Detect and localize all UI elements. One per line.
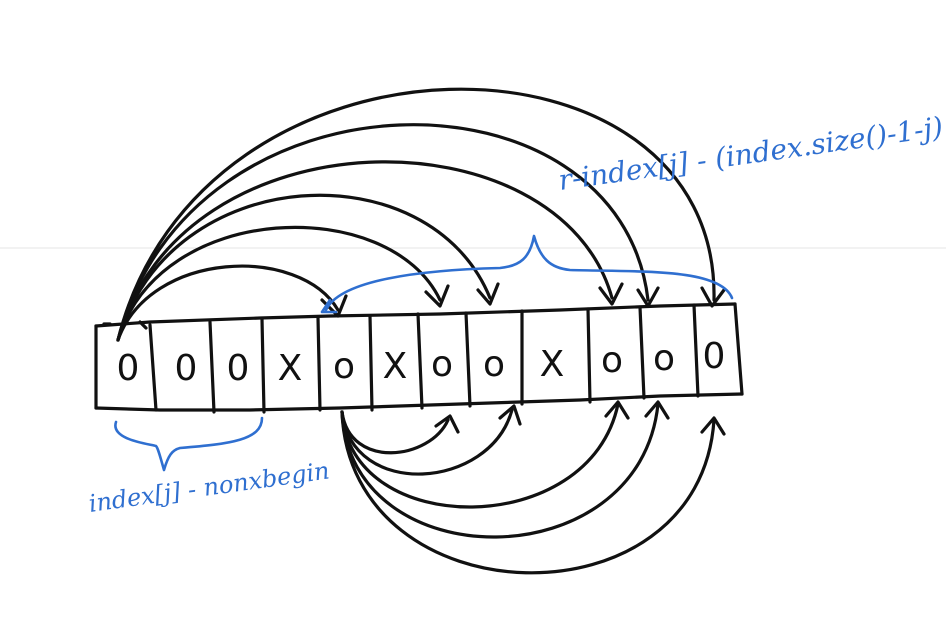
cell-divider xyxy=(368,314,374,412)
brace-arrow-tip xyxy=(320,298,338,314)
array-cell-11: 0 xyxy=(703,336,726,377)
cell-divider xyxy=(692,303,700,398)
array-right-edge xyxy=(733,302,744,396)
arrow-head xyxy=(700,286,726,308)
arrow-head xyxy=(498,404,522,426)
arrow-curve xyxy=(116,264,340,342)
arrow-head xyxy=(604,400,630,420)
right-range-brace xyxy=(324,234,734,312)
arrow-curve xyxy=(340,410,450,455)
array-cell-5: X xyxy=(383,346,408,387)
arrow-head xyxy=(424,284,450,308)
array-left-edge xyxy=(94,320,148,410)
arrow-head xyxy=(476,282,500,306)
array-cell-10: o xyxy=(653,338,675,379)
left-range-label: index[j] - nonxbegin xyxy=(87,456,331,518)
arrow-curve xyxy=(340,402,660,539)
arrow-head xyxy=(700,416,726,436)
cell-divider xyxy=(148,323,158,412)
array-strip: 0 0 0 X o X o o X o o 0 xyxy=(94,302,744,414)
arrow-curve xyxy=(116,123,650,342)
cell-divider xyxy=(260,317,266,414)
array-cell-0: 0 xyxy=(117,348,140,389)
arrow-curve xyxy=(116,87,716,342)
arrow-curve xyxy=(116,193,492,342)
arrow-curve xyxy=(116,160,614,342)
left-range-brace xyxy=(114,416,264,472)
cell-divider xyxy=(316,316,322,412)
bottom-arrows xyxy=(340,400,726,575)
array-bottom-edge xyxy=(94,392,744,412)
array-cell-8: X xyxy=(540,344,565,385)
arrow-curve xyxy=(340,408,514,476)
array-cell-6: o xyxy=(431,344,453,385)
cell-divider xyxy=(464,311,472,408)
right-range-label: r-index[j] - (index.size()-1-j) xyxy=(556,110,945,197)
arrow-curve xyxy=(340,410,716,575)
array-top-edge xyxy=(94,302,737,328)
cell-divider xyxy=(208,320,216,414)
top-arrows xyxy=(116,87,726,342)
cell-divider xyxy=(416,312,424,410)
arrow-head xyxy=(636,286,660,308)
cell-divider xyxy=(586,307,592,404)
cell-divider xyxy=(638,305,646,400)
arrow-curve xyxy=(116,225,442,342)
arrow-head xyxy=(644,400,670,420)
array-cell-9: o xyxy=(601,340,623,381)
array-cell-4: o xyxy=(333,346,355,387)
array-cell-1: 0 xyxy=(175,348,198,389)
arrow-head xyxy=(434,414,460,434)
array-cell-3: X xyxy=(278,348,303,389)
array-cell-2: 0 xyxy=(227,348,250,389)
arrow-curve xyxy=(340,402,620,509)
arrow-head xyxy=(598,282,624,306)
array-cell-7: o xyxy=(483,344,505,385)
